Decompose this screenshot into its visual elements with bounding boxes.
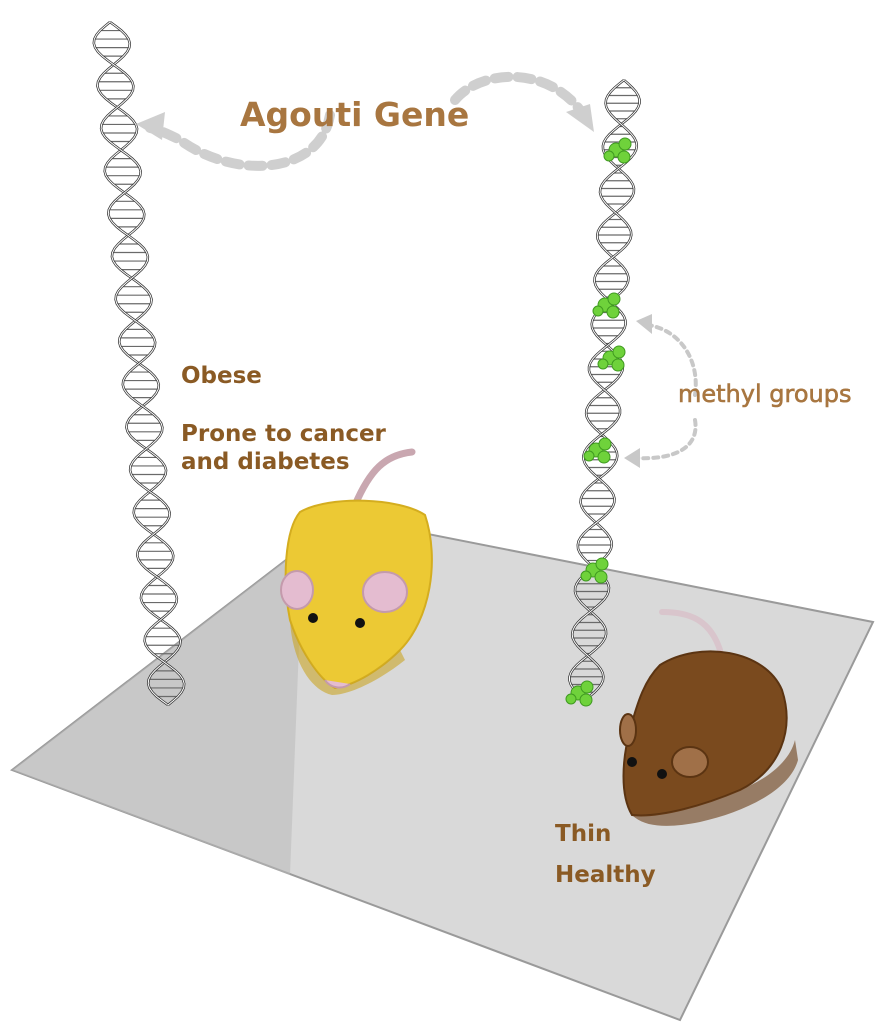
methyl-group-icon <box>611 358 625 372</box>
methyl-group-icon <box>597 450 611 464</box>
prone-label-line-1: Prone to cancer <box>181 421 386 447</box>
dna-helix-icon <box>92 20 186 707</box>
methyl-groups-label: methyl groups <box>678 380 852 409</box>
thin-label: Thin <box>555 821 612 847</box>
methyl-group-icon <box>617 150 631 164</box>
methyl-group-icon <box>603 150 615 162</box>
methyl-group-icon <box>597 358 609 370</box>
arrowheads <box>136 104 594 140</box>
diagram-title: Agouti Gene <box>240 95 470 134</box>
yellow-mouse-icon <box>280 448 433 695</box>
methyl-group-icon <box>612 345 626 359</box>
prone-label-line-2: and diabetes <box>181 449 350 475</box>
methyl-group-icon <box>594 570 608 584</box>
curved-arrow-icon <box>145 71 585 171</box>
methyl-group-icon <box>592 305 604 317</box>
methyl-arrow-icon <box>634 323 698 461</box>
methyl-group-icon <box>606 305 620 319</box>
obese-label: Obese <box>181 363 262 389</box>
prone-label: Prone to cancer and diabetes <box>181 420 386 476</box>
methyl-group-icon <box>618 137 632 151</box>
healthy-label: Healthy <box>555 862 656 888</box>
helix-strand-highlight <box>93 21 185 706</box>
helix-strand-highlight <box>571 79 638 701</box>
brown-mouse-icon <box>619 609 798 826</box>
methyl-group-icon <box>579 693 593 707</box>
methyl-group-icon <box>580 680 594 694</box>
methyl-groups <box>565 137 632 707</box>
methyl-group-icon <box>607 292 621 306</box>
methyl-group-icon <box>583 450 595 462</box>
methyl-group-icon <box>595 557 609 571</box>
methyl-group-icon <box>565 693 577 705</box>
methyl-group-icon <box>598 437 612 451</box>
methyl-group-icon <box>580 570 592 582</box>
